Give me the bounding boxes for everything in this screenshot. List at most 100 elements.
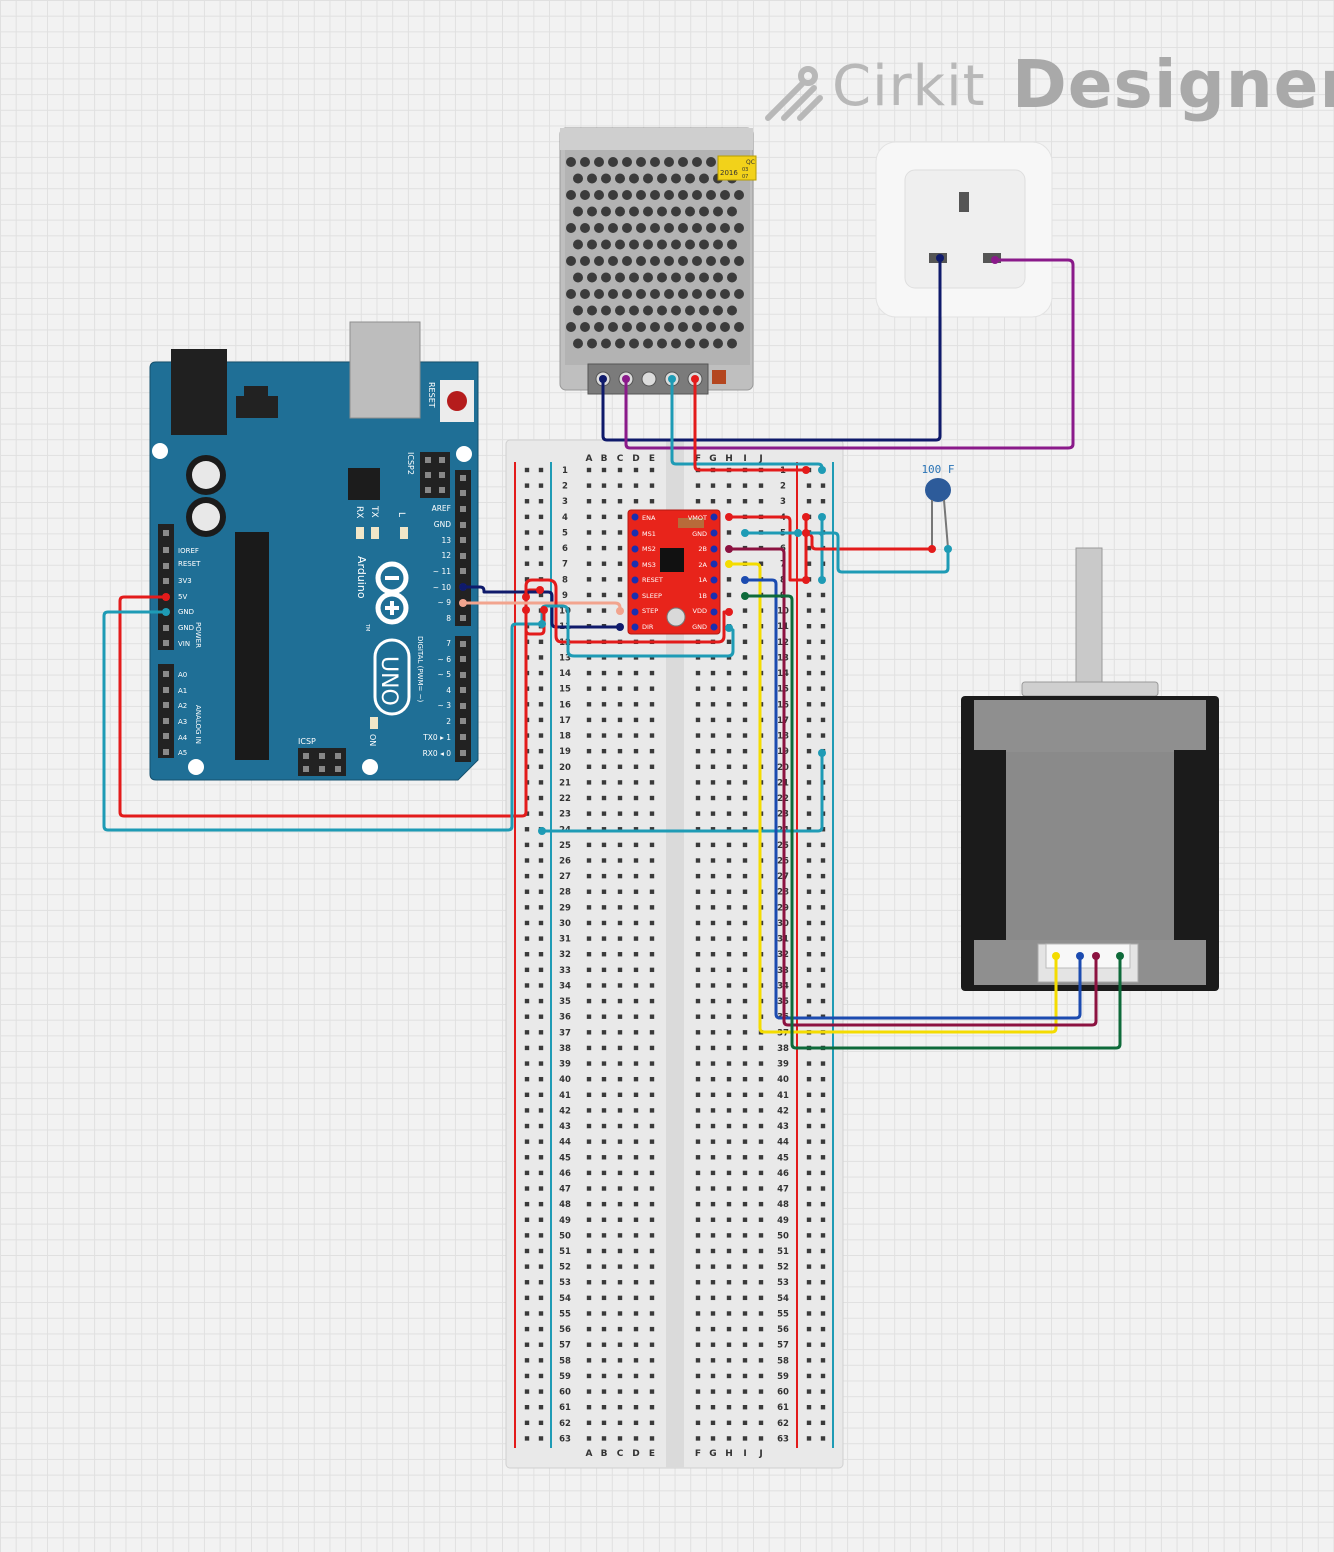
breadboard-hole[interactable] (633, 1436, 639, 1441)
rail-hole[interactable] (538, 561, 544, 566)
breadboard-hole[interactable] (617, 467, 623, 473)
breadboard-hole[interactable] (633, 1233, 639, 1238)
rail-hole[interactable] (820, 842, 826, 848)
breadboard-hole[interactable] (758, 1139, 764, 1144)
breadboard-hole[interactable] (742, 686, 748, 691)
rail-hole[interactable] (806, 545, 812, 551)
breadboard-hole[interactable] (742, 1233, 748, 1238)
rail-hole[interactable] (538, 1420, 544, 1426)
breadboard-hole[interactable] (633, 827, 639, 832)
rail-hole[interactable] (806, 639, 812, 645)
breadboard-hole[interactable] (617, 1233, 623, 1238)
breadboard-hole[interactable] (617, 780, 623, 785)
rail-hole[interactable] (806, 858, 812, 863)
rail-hole[interactable] (524, 1170, 530, 1176)
breadboard-hole[interactable] (710, 1280, 716, 1285)
rail-hole[interactable] (538, 952, 544, 957)
driver-right-pin[interactable] (710, 576, 718, 584)
breadboard-hole[interactable] (726, 1155, 732, 1160)
breadboard-hole[interactable] (586, 1045, 592, 1051)
breadboard-hole[interactable] (710, 702, 716, 707)
breadboard-hole[interactable] (586, 1264, 592, 1269)
rail-hole[interactable] (524, 1342, 530, 1347)
rail-hole[interactable] (820, 624, 826, 629)
breadboard-hole[interactable] (633, 1280, 639, 1285)
driver-right-pin[interactable] (710, 608, 718, 616)
rail-hole[interactable] (820, 608, 826, 613)
rail-hole[interactable] (524, 1326, 530, 1332)
breadboard-hole[interactable] (633, 764, 639, 769)
breadboard-hole[interactable] (601, 1170, 607, 1176)
wire-arduino-gnd[interactable] (102, 610, 544, 832)
breadboard-hole[interactable] (586, 858, 592, 863)
rail-hole[interactable] (820, 1170, 826, 1176)
breadboard-hole[interactable] (649, 1076, 655, 1082)
rail-hole[interactable] (524, 1389, 530, 1394)
breadboard-hole[interactable] (742, 1373, 748, 1379)
breadboard-hole[interactable] (586, 873, 592, 879)
breadboard-hole[interactable] (586, 1436, 592, 1441)
breadboard-hole[interactable] (617, 1139, 623, 1144)
breadboard-hole[interactable] (710, 873, 716, 879)
breadboard-hole[interactable] (633, 1092, 639, 1097)
breadboard-hole[interactable] (710, 733, 716, 738)
breadboard-hole[interactable] (586, 1217, 592, 1222)
breadboard-hole[interactable] (758, 1108, 764, 1113)
breadboard-hole[interactable] (695, 483, 701, 488)
breadboard-hole[interactable] (633, 1217, 639, 1222)
rail-hole[interactable] (524, 920, 530, 926)
breadboard-hole[interactable] (710, 1045, 716, 1051)
breadboard-hole[interactable] (742, 811, 748, 816)
rail-hole[interactable] (820, 858, 826, 863)
header-pin[interactable] (460, 734, 466, 740)
rail-hole[interactable] (538, 889, 544, 894)
rail-hole[interactable] (820, 967, 826, 973)
rail-hole[interactable] (806, 1311, 812, 1316)
breadboard-hole[interactable] (710, 686, 716, 691)
breadboard-hole[interactable] (726, 1311, 732, 1316)
breadboard-hole[interactable] (617, 1076, 623, 1082)
breadboard-hole[interactable] (649, 1280, 655, 1285)
breadboard-hole[interactable] (649, 1217, 655, 1222)
rail-hole[interactable] (806, 624, 812, 629)
rail-hole[interactable] (538, 905, 544, 910)
breadboard-hole[interactable] (649, 1092, 655, 1097)
rail-hole[interactable] (820, 1436, 826, 1441)
rail-hole[interactable] (538, 1186, 544, 1191)
rail-hole[interactable] (806, 1201, 812, 1207)
breadboard-hole[interactable] (649, 717, 655, 723)
breadboard-hole[interactable] (726, 1358, 732, 1363)
rail-hole[interactable] (524, 561, 530, 566)
breadboard-hole[interactable] (758, 1405, 764, 1410)
breadboard-hole[interactable] (758, 561, 764, 566)
breadboard-hole[interactable] (601, 1123, 607, 1129)
breadboard-hole[interactable] (695, 764, 701, 769)
rail-hole[interactable] (524, 545, 530, 551)
reset-button-cap[interactable] (447, 391, 467, 411)
breadboard-hole[interactable] (649, 1420, 655, 1426)
breadboard-hole[interactable] (710, 858, 716, 863)
breadboard-hole[interactable] (742, 905, 748, 910)
breadboard-hole[interactable] (726, 905, 732, 910)
breadboard-hole[interactable] (586, 936, 592, 941)
breadboard-hole[interactable] (633, 780, 639, 785)
breadboard-hole[interactable] (695, 1092, 701, 1097)
breadboard-hole[interactable] (726, 1108, 732, 1113)
breadboard-hole[interactable] (710, 780, 716, 785)
breadboard-hole[interactable] (710, 483, 716, 488)
breadboard-hole[interactable] (649, 827, 655, 832)
breadboard-hole[interactable] (617, 842, 623, 848)
breadboard-hole[interactable] (710, 1311, 716, 1316)
rail-hole[interactable] (538, 1248, 544, 1254)
wire-vdd-rail[interactable] (524, 578, 731, 644)
rail-hole[interactable] (524, 1014, 530, 1019)
breadboard-hole[interactable] (633, 1108, 639, 1113)
breadboard-hole[interactable] (649, 952, 655, 957)
rail-hole[interactable] (538, 1123, 544, 1129)
breadboard-hole[interactable] (649, 936, 655, 941)
rail-hole[interactable] (538, 702, 544, 707)
breadboard-hole[interactable] (586, 1108, 592, 1113)
rail-hole[interactable] (806, 1420, 812, 1426)
breadboard-hole[interactable] (601, 748, 607, 754)
breadboard-hole[interactable] (710, 998, 716, 1004)
